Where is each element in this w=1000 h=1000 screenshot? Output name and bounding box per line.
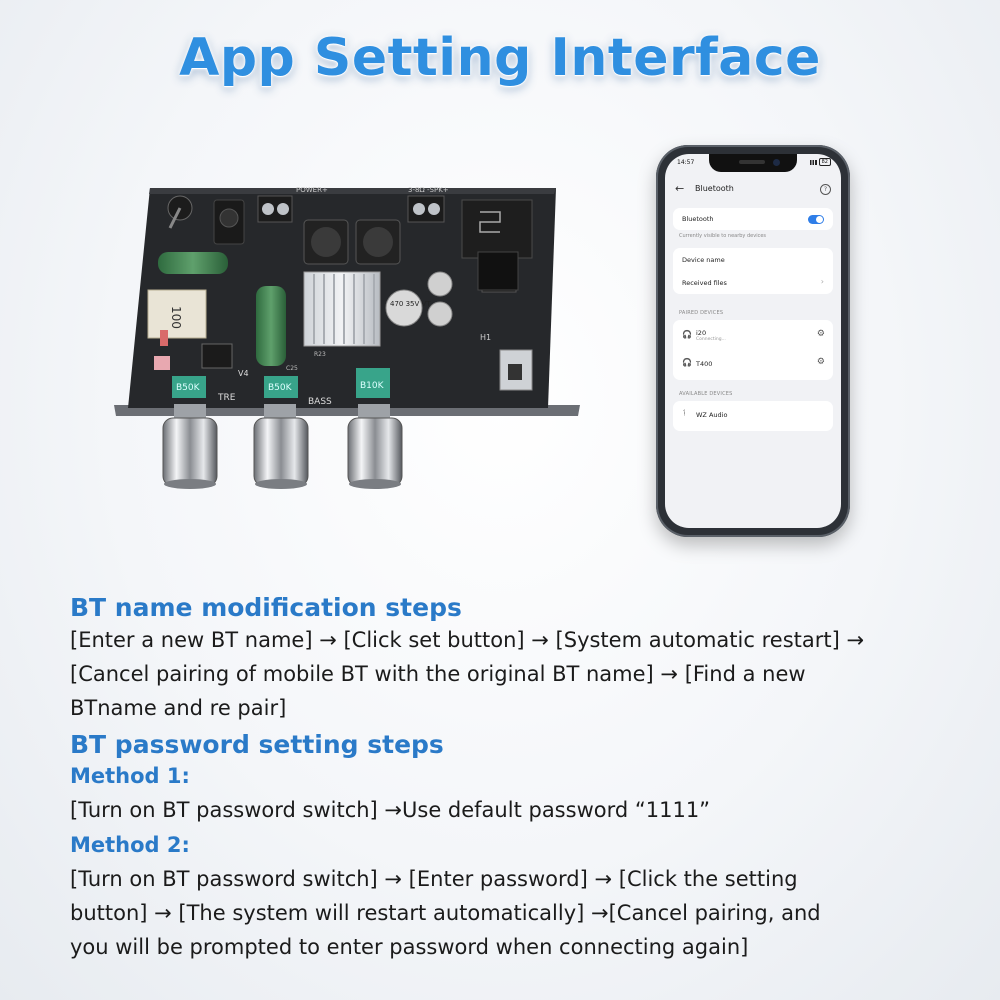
method2-step-line: you will be prompted to enter password w… — [70, 935, 749, 959]
capacitor-green — [158, 252, 228, 274]
page-title: App Setting Interface — [179, 28, 821, 88]
pair-button — [201, 343, 233, 369]
bluetooth-icon: ᛑ — [682, 409, 687, 417]
bt-name-step-line: [Enter a new BT name] → [Click set butto… — [70, 628, 865, 652]
paired-device-row[interactable]: 🎧 i20 Connecting... ⚙ — [673, 324, 833, 350]
knob-label-bass: BASS — [308, 397, 332, 407]
c25-label: C25 — [286, 365, 298, 372]
headphones-icon: 🎧 — [682, 330, 692, 339]
device-name: WZ Audio — [696, 411, 728, 419]
method1-step-line: [Turn on BT password switch] →Use defaul… — [70, 798, 711, 822]
visible-note: Currently visible to nearby devices — [679, 233, 767, 239]
potentiometer-tre — [172, 376, 206, 398]
r23-label: R23 — [314, 351, 326, 358]
method2-step-line: [Turn on BT password switch] → [Enter pa… — [70, 867, 798, 891]
ic-chip — [477, 251, 519, 291]
received-files-row[interactable]: Received files › — [673, 272, 833, 294]
status-time: 14:57 — [677, 159, 695, 166]
amplifier-board-image: 100 470 35V VT B50K B50K B10K — [108, 180, 586, 492]
phone-notch — [709, 154, 797, 172]
bt-name-step-line: BTname and re pair] — [70, 696, 287, 720]
bluetooth-header: ← Bluetooth ? — [665, 182, 841, 200]
device-name-label: Device name — [682, 256, 725, 264]
capacitor-label: 470 35V VT — [390, 300, 431, 308]
device-name: i20 — [696, 329, 707, 337]
power-inductor — [147, 289, 207, 339]
screen-title: Bluetooth — [695, 184, 734, 193]
received-files-label: Received files — [682, 279, 727, 287]
status-bar: 14:57 82 — [665, 154, 841, 170]
gear-icon[interactable]: ⚙ — [816, 329, 825, 339]
method2-step-line: button] → [The system will restart autom… — [70, 901, 821, 925]
bluetooth-module — [461, 199, 533, 259]
knob-label-tre: TRE — [217, 393, 236, 403]
bt-password-heading: BT password setting steps — [70, 730, 444, 759]
bt-name-heading: BT name modification steps — [70, 593, 462, 622]
method2-label: Method 2: — [70, 833, 190, 857]
device-name-row[interactable]: Device name — [673, 249, 833, 271]
bluetooth-toggle-row[interactable]: Bluetooth — [673, 208, 833, 230]
h1-label: H1 — [480, 333, 491, 342]
gear-icon[interactable]: ⚙ — [816, 357, 825, 367]
pot-label: B50K — [268, 383, 293, 393]
knob-bass — [347, 404, 403, 489]
available-device-row[interactable]: ᛑ WZ Audio — [673, 405, 833, 427]
bluetooth-toggle-card: Bluetooth — [673, 208, 833, 230]
headphones-icon: 🎧 — [682, 358, 692, 367]
power-label: POWER+ — [296, 186, 328, 194]
phone-mockup: 14:57 82 ← Bluetooth ? Bluetooth Current… — [656, 145, 850, 537]
paired-section-label: PAIRED DEVICES — [679, 310, 724, 316]
knob-tre — [162, 404, 218, 489]
pot-label: B10K — [360, 381, 385, 391]
knob-v4 — [253, 404, 309, 489]
device-status: Connecting... — [696, 337, 726, 342]
paired-device-row[interactable]: 🎧 T400 ⚙ — [673, 352, 833, 378]
chevron-right-icon: › — [820, 277, 824, 286]
back-arrow-icon[interactable]: ← — [675, 182, 685, 195]
available-section-label: AVAILABLE DEVICES — [679, 391, 733, 397]
bluetooth-toggle[interactable] — [808, 215, 824, 224]
device-name: T400 — [696, 360, 713, 368]
help-icon[interactable]: ? — [820, 184, 831, 195]
phone-screen: 14:57 82 ← Bluetooth ? Bluetooth Current… — [665, 154, 841, 528]
signal-icon — [809, 159, 817, 165]
bt-name-step-line: [Cancel pairing of mobile BT with the or… — [70, 662, 806, 686]
potentiometer-v4 — [264, 376, 298, 398]
available-devices-card: ᛑ WZ Audio — [673, 401, 833, 431]
spk-label: 3-8Ω -SPK+ — [408, 186, 449, 194]
potentiometer-bass — [356, 368, 390, 398]
battery-icon: 82 — [818, 158, 831, 166]
bluetooth-label: Bluetooth — [682, 215, 714, 223]
heatsink — [303, 271, 381, 347]
inductor-label: 100 — [169, 306, 183, 329]
pot-label: B50K — [176, 383, 201, 393]
paired-devices-card: 🎧 i20 Connecting... ⚙ 🎧 T400 ⚙ — [673, 320, 833, 380]
device-settings-card: Device name Received files › — [673, 248, 833, 294]
capacitor-470 — [385, 289, 423, 327]
knob-label-v4: V4 — [238, 369, 249, 378]
method1-label: Method 1: — [70, 764, 190, 788]
